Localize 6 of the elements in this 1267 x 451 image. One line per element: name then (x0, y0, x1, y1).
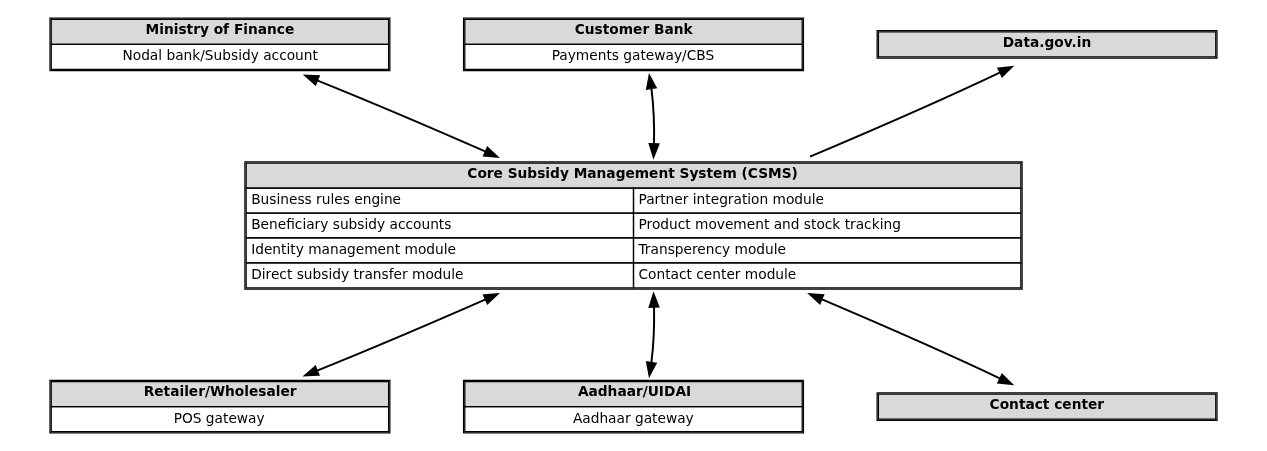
arrow (645, 72, 660, 160)
arrow (809, 65, 1015, 158)
arrow (807, 293, 1015, 386)
arrow (302, 293, 500, 377)
arrow (645, 291, 660, 379)
arrow (302, 74, 500, 158)
